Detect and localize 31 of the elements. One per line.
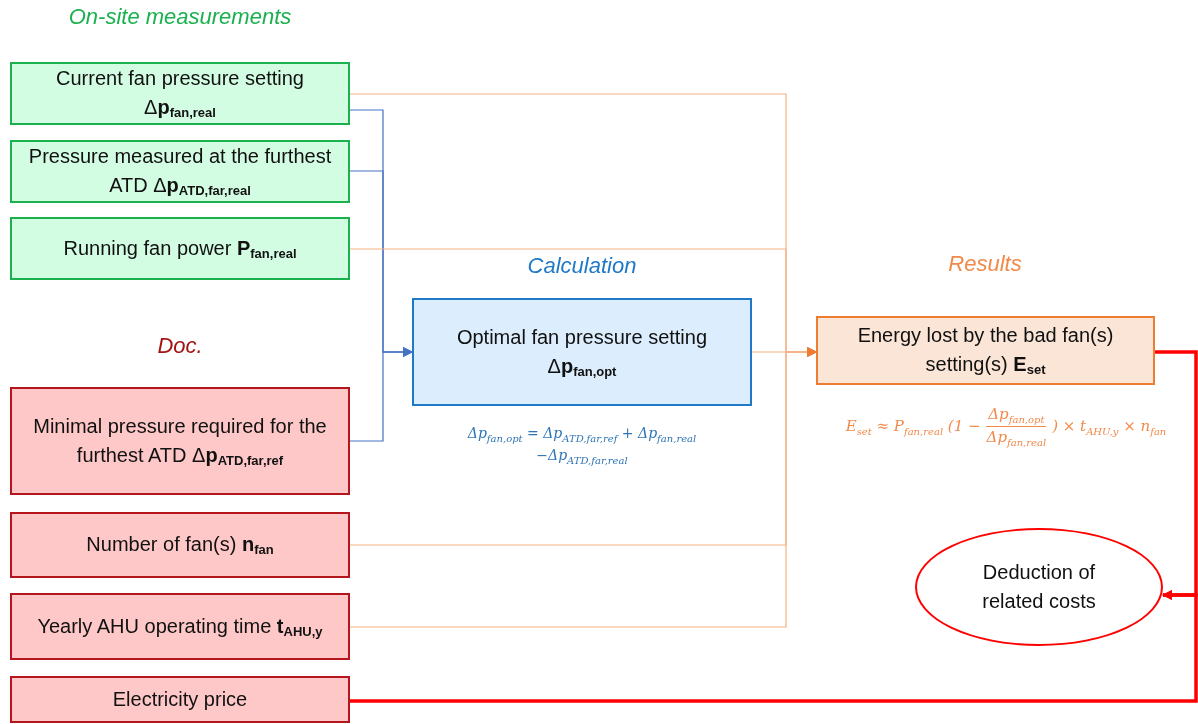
process-box [10,512,350,578]
process-box [10,62,350,125]
connector-arrow [751,347,817,357]
section-heading: Calculation [526,253,638,279]
connector-arrow [350,590,1198,703]
formula-denominator: Δp$_{fan,real}$ [986,428,1047,446]
box-label: Current fan pressure setting Δp$_{fan,real}$ [55,66,305,123]
process-box [10,676,350,723]
process-box [10,387,350,495]
process-box [412,298,752,406]
box-label: Electricity price [112,687,248,712]
box-label: Number of fan(s) n$_{fan}$ [86,532,274,560]
formula-text: ) × t$_{AHU,y}$ × n$_{fan}$ [1052,416,1167,437]
formula: Δp$_{fan,opt}$ = Δp$_{ATD,far,ref}$ + Δp$_{fan,real}$ −Δp$_{ATD,far,real}$ [466,424,698,468]
box-label: Pressure measured at the furthest ATD Δp$_{ATD,far,real}$ [27,144,333,201]
process-box [10,140,350,203]
formula-numerator: Δp$_{fan,opt}$ [988,405,1045,423]
process-box [816,316,1155,385]
connector-arrow [349,347,413,442]
box-label: Yearly AHU operating time t$_{AHU,y}$ [37,613,323,641]
box-label: Energy lost by the bad fan(s) setting(s) E$_{set}$ [856,323,1115,380]
box-label: Running fan power P$_{fan,real}$ [63,235,297,263]
section-heading: On-site measurements [67,4,293,30]
formula-text: E$_{set}$ ≈ P$_{fan,real}$ (1 − [845,416,981,437]
box-label: Optimal fan pressure setting Δp$_{fan,opt}$ [455,324,709,381]
process-box [10,593,350,660]
box-label: Minimal pressure required for the furthest ATD Δp$_{ATD,far,ref}$ [32,413,328,470]
process-box [10,217,350,280]
section-heading: Results [947,251,1023,277]
section-heading: Doc. [156,333,204,359]
box-label: Deduction of related costs [981,560,1097,614]
